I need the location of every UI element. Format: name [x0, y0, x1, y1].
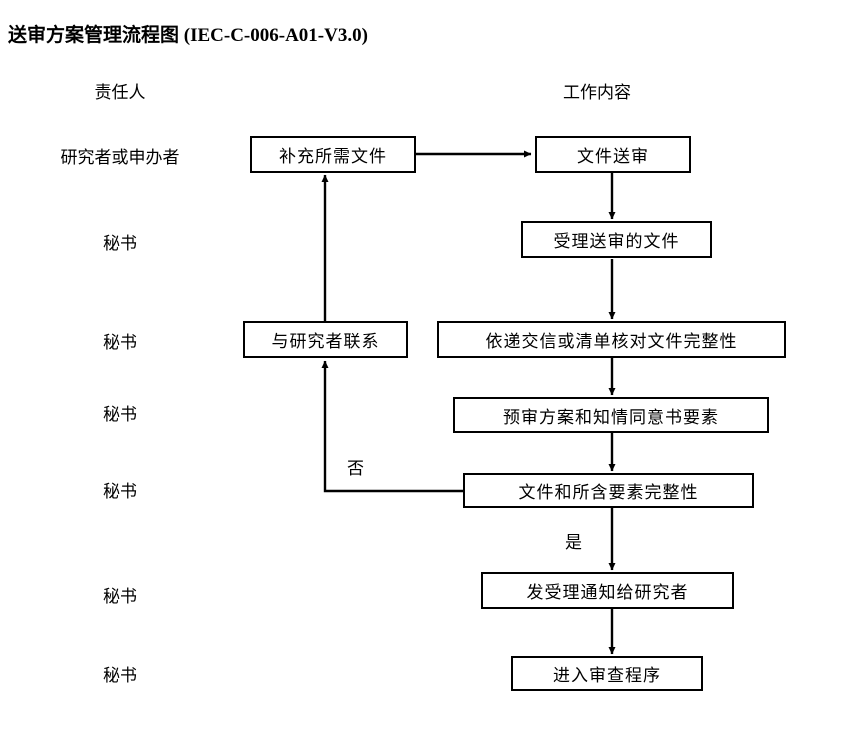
node-completeness-decision[interactable]: 文件和所含要素完整性	[463, 473, 754, 508]
role-label-4: 秘书	[103, 482, 137, 501]
node-contact-investigator[interactable]: 与研究者联系	[243, 321, 408, 358]
role-label-3: 秘书	[103, 405, 137, 424]
node-enter-review[interactable]: 进入审查程序	[511, 656, 703, 691]
role-label-5: 秘书	[103, 587, 137, 606]
node-supplement-docs[interactable]: 补充所需文件	[250, 136, 416, 173]
node-accept-docs[interactable]: 受理送审的文件	[521, 221, 712, 258]
node-check-by-list[interactable]: 依递交信或清单核对文件完整性	[437, 321, 786, 358]
edge-label-yes: 是	[565, 533, 582, 552]
node-send-notice[interactable]: 发受理通知给研究者	[481, 572, 734, 609]
column-header-responsible: 责任人	[94, 83, 146, 102]
role-label-6: 秘书	[103, 666, 137, 685]
role-label-2: 秘书	[103, 333, 137, 352]
node-submit-docs[interactable]: 文件送审	[535, 136, 691, 173]
edge-label-no: 否	[347, 459, 364, 478]
node-pre-review[interactable]: 预审方案和知情同意书要素	[453, 397, 769, 433]
role-label-0: 研究者或申办者	[60, 148, 180, 167]
role-label-1: 秘书	[103, 234, 137, 253]
column-header-content: 工作内容	[563, 83, 631, 102]
page-title: 送审方案管理流程图 (IEC-C-006-A01-V3.0)	[8, 25, 368, 46]
